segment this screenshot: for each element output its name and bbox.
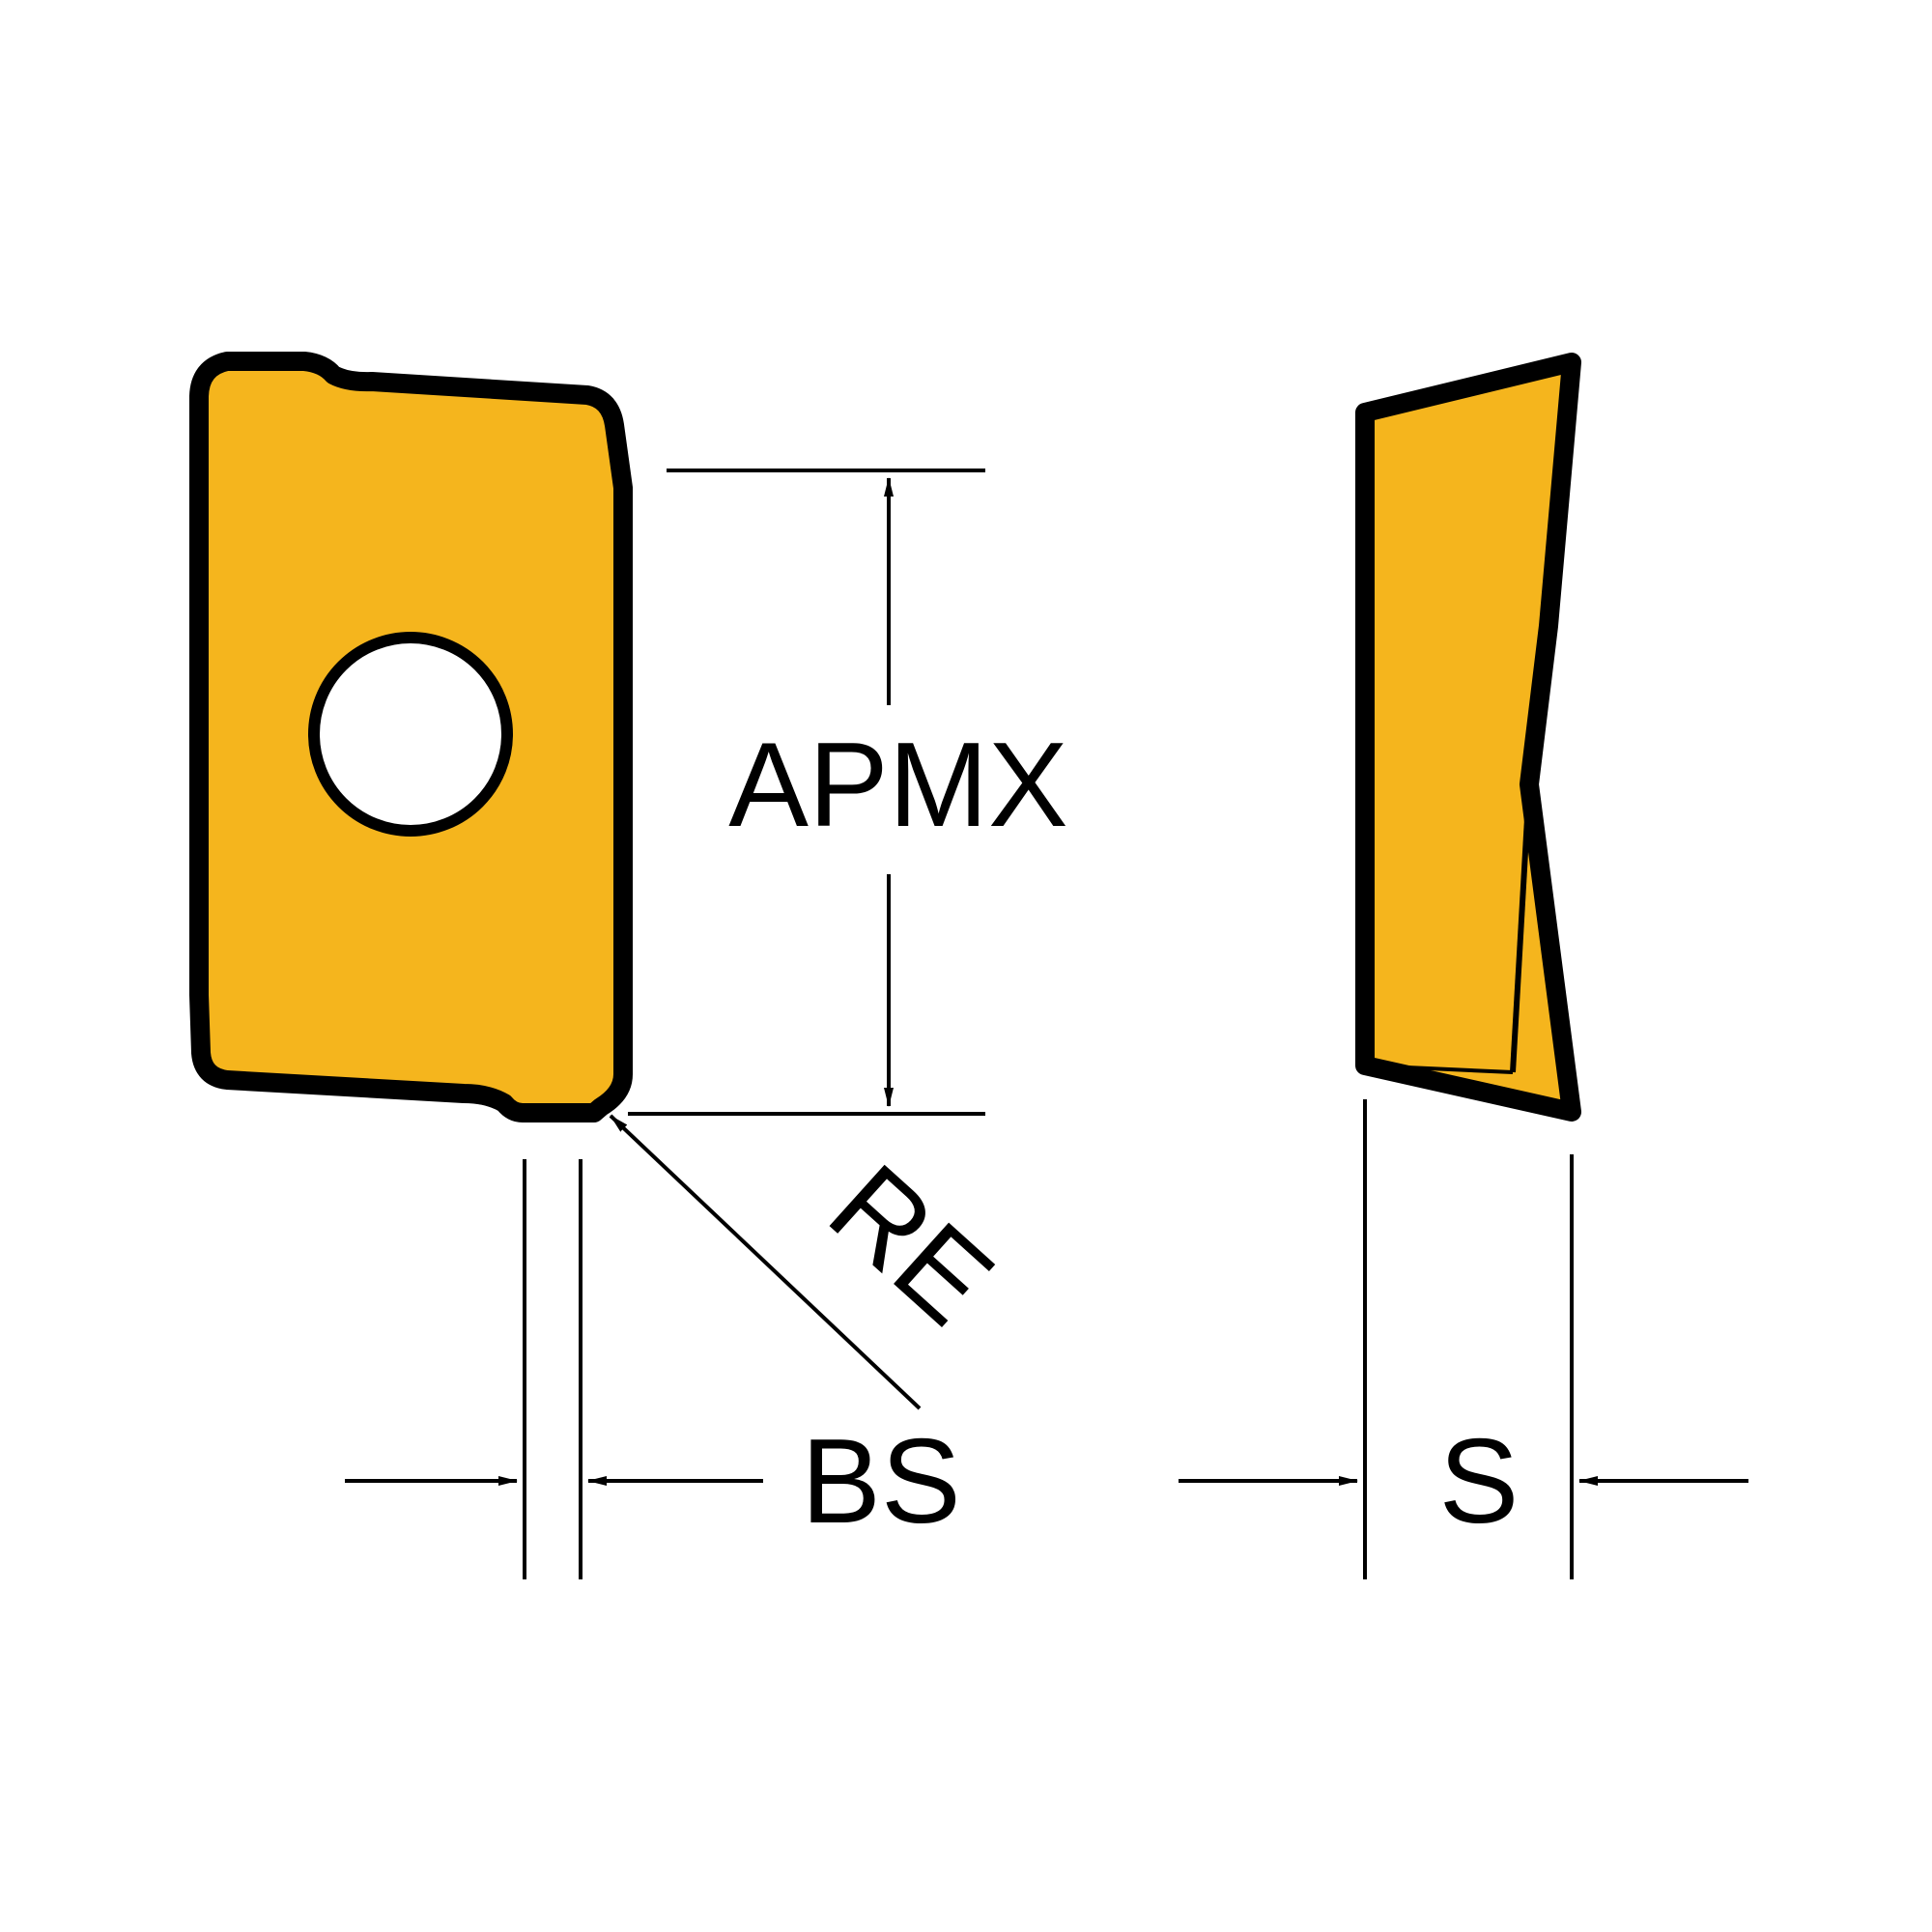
mounting-hole (308, 632, 513, 837)
insert-side-edge-line (1510, 783, 1532, 1073)
re-label: RE (805, 1140, 1017, 1350)
insert-side-body (1355, 353, 1581, 1122)
s-label: S (1439, 1415, 1520, 1548)
s-dimension: S (1179, 1099, 1748, 1579)
insert-side-view (1355, 353, 1581, 1122)
insert-front-view (189, 352, 633, 1122)
re-leader-arrow (609, 1114, 922, 1410)
apmx-label: APMX (728, 719, 1067, 852)
apmx-dimension: APMX (628, 469, 1068, 1116)
bs-dimension: BS (345, 1159, 961, 1579)
re-dimension: RE (609, 1114, 1017, 1410)
insert-side-bottom-facet (1364, 1064, 1514, 1074)
bs-label: BS (801, 1415, 960, 1548)
